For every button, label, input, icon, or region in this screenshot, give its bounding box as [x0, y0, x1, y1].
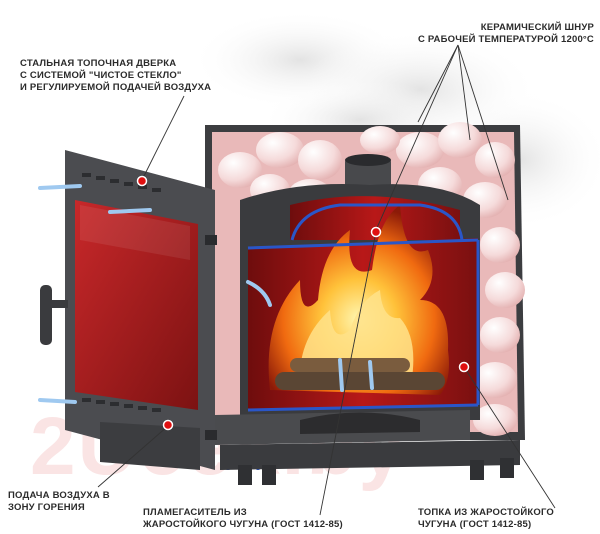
sauna-stones [218, 122, 525, 436]
flame-arrester [215, 410, 520, 470]
label-cord: КЕРАМИЧЕСКИЙ ШНУР С РАБОЧЕЙ ТЕМПЕРАТУРОЙ… [418, 22, 594, 46]
label-door-line3: И РЕГУЛИРУЕМОЙ ПОДАЧЕЙ ВОЗДУХА [20, 82, 212, 93]
stove-legs [238, 458, 514, 485]
label-flame-line1: ПЛАМЕГАСИТЕЛЬ ИЗ [143, 507, 247, 518]
marker-air [162, 419, 174, 431]
label-firebox-line2: ЧУГУНА (ГОСТ 1412-85) [418, 519, 532, 530]
door-glass [75, 200, 198, 410]
label-firebox-line1: ТОПКА ИЗ ЖАРОСТОЙКОГО [418, 507, 554, 518]
label-door: СТАЛЬНАЯ ТОПОЧНАЯ ДВЕРКА С СИСТЕМОЙ "ЧИС… [20, 58, 211, 94]
label-air-line2: ЗОНУ ГОРЕНИЯ [8, 502, 85, 513]
label-door-line1: СТАЛЬНАЯ ТОПОЧНАЯ ДВЕРКА [20, 58, 177, 69]
label-air: ПОДАЧА ВОЗДУХА В ЗОНУ ГОРЕНИЯ [8, 490, 110, 514]
callout-markers [136, 175, 470, 431]
marker-door [136, 175, 148, 187]
leader-lines [97, 44, 556, 516]
label-door-line2: С СИСТЕМОЙ "ЧИСТОЕ СТЕКЛО" [20, 70, 182, 81]
label-firebox: ТОПКА ИЗ ЖАРОСТОЙКОГО ЧУГУНА (ГОСТ 1412-… [418, 507, 554, 531]
label-air-line1: ПОДАЧА ВОЗДУХА В [8, 490, 110, 501]
fire-door [40, 150, 217, 470]
door-handle [40, 285, 52, 345]
label-cord-line1: КЕРАМИЧЕСКИЙ ШНУР [480, 22, 594, 33]
marker-flame [370, 226, 382, 238]
label-flame: ПЛАМЕГАСИТЕЛЬ ИЗ ЖАРОСТОЙКОГО ЧУГУНА (ГО… [143, 507, 343, 531]
chimney [345, 158, 391, 188]
label-cord-line2: С РАБОЧЕЙ ТЕМПЕРАТУРОЙ 1200°С [417, 34, 594, 45]
air-flow-arrows [38, 184, 374, 404]
marker-firebox [458, 361, 470, 373]
label-flame-line2: ЖАРОСТОЙКОГО ЧУГУНА (ГОСТ 1412-85) [143, 519, 343, 530]
